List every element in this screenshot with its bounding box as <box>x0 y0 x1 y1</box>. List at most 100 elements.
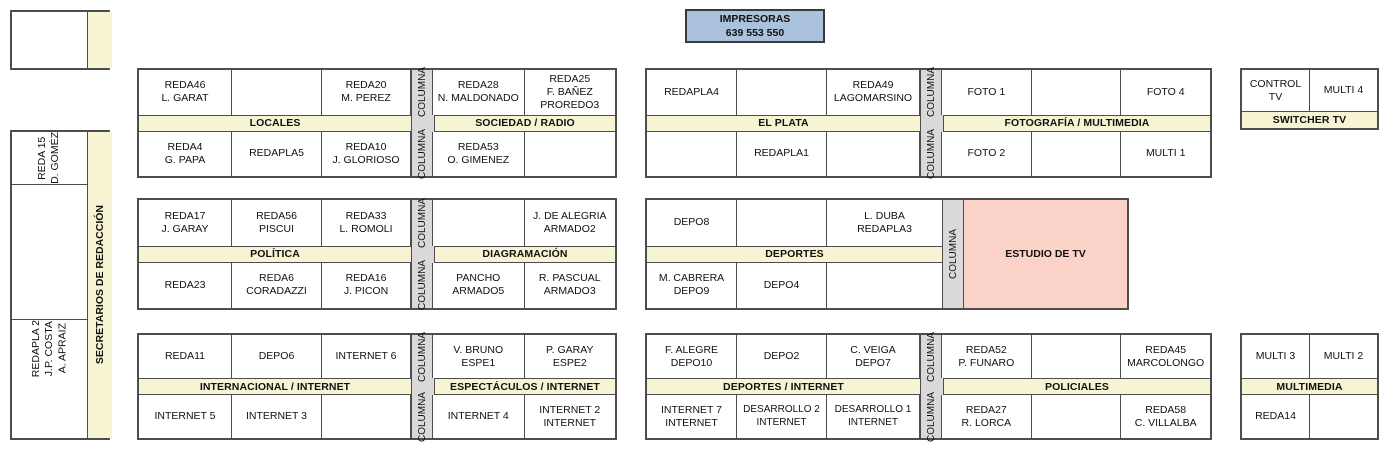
seat-internet4[interactable]: INTERNET 4 <box>433 395 525 438</box>
seat-redapla1[interactable]: REDAPLA1 <box>737 131 827 176</box>
seat-reda23[interactable]: REDA23 <box>139 262 232 308</box>
columna-label: COLUMNA <box>947 228 959 279</box>
seat-reda16[interactable]: REDA16 J. PICON <box>322 262 411 308</box>
band-el-plata: EL PLATA <box>647 114 920 132</box>
seat-control-tv[interactable]: CONTROL TV <box>1242 70 1310 111</box>
seat-internet5[interactable]: INTERNET 5 <box>139 395 232 438</box>
group-row-bottom: REDA23 REDA6 CORADAZZI REDA16 J. PICON C… <box>139 260 615 310</box>
group-deportes-internet-policiales: F. ALEGRE DEPO10 DEPO2 C. VEIGA DEPO7 CO… <box>645 332 1212 442</box>
seat-reda49[interactable]: REDA49 LAGOMARSINO <box>827 70 920 115</box>
seat-foto1[interactable]: FOTO 1 <box>942 70 1032 115</box>
columna-strip: COLUMNA <box>411 67 433 117</box>
group-row-bottom: REDA4 G. PAPA REDAPLA5 REDA10 J. GLORIOS… <box>139 129 616 179</box>
sidebar-cell-empty[interactable] <box>12 185 87 320</box>
seat-reda6[interactable]: REDA6 CORADAZZI <box>232 262 322 308</box>
seat-multi4[interactable]: MULTI 4 <box>1323 84 1364 97</box>
seat-l-duba[interactable]: L. DUBA REDAPLA3 <box>857 209 912 235</box>
seat-p-garay[interactable]: P. GARAY ESPE2 <box>546 343 594 369</box>
group-row-top: MULTI 3 MULTI 2 <box>1242 335 1377 378</box>
columna-band-spacer <box>411 245 435 263</box>
columna-strip: COLUMNA <box>411 198 433 248</box>
seat-depo4[interactable]: DEPO4 <box>737 262 827 308</box>
group-switcher-tv: CONTROL TV MULTI 4 SWITCHER TV <box>1240 68 1379 130</box>
seat-reda33[interactable]: REDA33 L. ROMOLI <box>322 200 411 246</box>
seat-desarrollo1[interactable]: DESARROLLO 1 INTERNET <box>827 395 920 438</box>
sidebar-cell-redapla2[interactable]: REDAPLA 2 J.P. COSTA A. APRAIZ <box>12 320 87 377</box>
group-row-top: F. ALEGRE DEPO10 DEPO2 C. VEIGA DEPO7 CO… <box>647 332 1210 382</box>
seat-internet2[interactable]: INTERNET 2 INTERNET <box>539 403 601 429</box>
seat-reda27[interactable]: REDA27 R. LORCA <box>942 395 1032 438</box>
seat-foto4[interactable]: FOTO 4 <box>1146 85 1185 98</box>
seat-reda17[interactable]: REDA17 J. GARAY <box>139 200 232 246</box>
group-bands: POLÍTICA DIAGRAMACIÓN <box>139 245 615 263</box>
seat-reda46[interactable]: REDA46 L. GARAT <box>139 70 232 115</box>
impresoras-block[interactable]: IMPRESORAS 639 553 550 <box>685 9 825 43</box>
seat-desarrollo2[interactable]: DESARROLLO 2 INTERNET <box>737 395 827 438</box>
seat-empty-12[interactable] <box>1032 335 1122 378</box>
seat-reda53[interactable]: REDA53 O. GIMENEZ <box>433 131 525 176</box>
group-row-bottom: INTERNET 7 INTERNET DESARROLLO 2 INTERNE… <box>647 392 1210 442</box>
seat-multi2[interactable]: MULTI 2 <box>1323 350 1364 363</box>
seat-empty-9[interactable] <box>737 200 827 246</box>
seat-empty-14[interactable] <box>1310 395 1377 438</box>
seat-reda14[interactable]: REDA14 <box>1242 395 1310 438</box>
group-row-bottom: M. CABRERA DEPO9 DEPO4 <box>647 262 942 309</box>
seat-empty-3[interactable] <box>737 70 827 115</box>
columna-band-spacer <box>920 114 944 132</box>
seat-r-pascual-armado3[interactable]: R. PASCUAL ARMADO3 <box>538 272 601 298</box>
sidebar-cell-redapla2-label: REDAPLA 2 J.P. COSTA A. APRAIZ <box>29 319 69 378</box>
seat-reda56[interactable]: REDA56 PISCUI <box>232 200 322 246</box>
seat-reda52[interactable]: REDA52 P. FUNARO <box>942 335 1032 378</box>
seat-m-cabrera[interactable]: M. CABRERA DEPO9 <box>647 262 737 308</box>
seat-v-bruno[interactable]: V. BRUNO ESPE1 <box>433 335 525 378</box>
seat-foto2[interactable]: FOTO 2 <box>942 131 1032 176</box>
seat-j-de-alegria[interactable]: J. DE ALEGRIA ARMADO2 <box>532 209 607 235</box>
seat-pancho-armado5[interactable]: PANCHO ARMADO5 <box>433 262 525 308</box>
group-bands: EL PLATA FOTOGRAFÍA / MULTIMEDIA <box>647 114 1210 132</box>
sidebar-cell-reda15-label: REDA 15 D. GOMÉZ <box>36 132 62 184</box>
seat-empty-7[interactable] <box>1032 131 1122 176</box>
group-row-top: REDAPLA4 REDA49 LAGOMARSINO COLUMNA FOTO… <box>647 67 1210 117</box>
estudio-de-tv-area[interactable]: ESTUDIO DE TV <box>964 200 1127 308</box>
seat-reda58[interactable]: REDA58 C. VILLALBA <box>1134 403 1197 429</box>
seat-empty-1[interactable] <box>232 70 322 115</box>
columna-strip: COLUMNA <box>942 200 964 308</box>
seat-empty-10[interactable] <box>827 263 942 309</box>
seat-empty-13[interactable] <box>1032 395 1122 438</box>
columna-band-spacer <box>920 378 944 395</box>
seat-reda10[interactable]: REDA10 J. GLORIOSO <box>322 131 411 176</box>
columna-label: COLUMNA <box>416 331 428 382</box>
seat-internet7[interactable]: INTERNET 7 INTERNET <box>647 395 737 438</box>
seat-empty-5[interactable] <box>647 131 737 176</box>
seat-empty-8[interactable] <box>433 200 525 246</box>
band-deportes: DEPORTES <box>647 245 942 263</box>
seat-depo6[interactable]: DEPO6 <box>232 335 322 378</box>
sidebar-cell-reda15[interactable]: REDA 15 D. GOMÉZ <box>12 132 87 185</box>
seat-multi1[interactable]: MULTI 1 <box>1145 147 1186 160</box>
seat-reda20[interactable]: REDA20 M. PEREZ <box>322 70 411 115</box>
band-internacional-internet: INTERNACIONAL / INTERNET <box>139 378 411 395</box>
seat-internet6[interactable]: INTERNET 6 <box>322 335 411 378</box>
seat-depo8[interactable]: DEPO8 <box>647 200 737 246</box>
group-bands: INTERNACIONAL / INTERNET ESPECTÁCULOS / … <box>139 378 615 395</box>
seat-depo2[interactable]: DEPO2 <box>737 335 827 378</box>
seat-empty-2[interactable] <box>525 132 616 177</box>
seat-redapla4[interactable]: REDAPLA4 <box>647 70 737 115</box>
seat-empty-4[interactable] <box>1032 70 1122 115</box>
group-bands: DEPORTES / INTERNET POLICIALES <box>647 378 1210 395</box>
seat-reda4[interactable]: REDA4 G. PAPA <box>139 131 232 176</box>
seat-f-alegre[interactable]: F. ALEGRE DEPO10 <box>647 335 737 378</box>
seat-c-veiga[interactable]: C. VEIGA DEPO7 <box>827 335 920 378</box>
seat-empty-6[interactable] <box>827 131 920 176</box>
seat-multi3[interactable]: MULTI 3 <box>1242 335 1310 378</box>
seat-redapla5[interactable]: REDAPLA5 <box>232 131 322 176</box>
seat-reda25[interactable]: REDA25 F. BAÑEZ PROREDO3 <box>540 73 600 111</box>
columna-band-spacer <box>411 114 435 132</box>
top-left-block <box>10 10 112 70</box>
seat-reda45[interactable]: REDA45 MARCOLONGO <box>1127 343 1205 369</box>
seat-internet3[interactable]: INTERNET 3 <box>232 395 322 438</box>
columna-strip: COLUMNA <box>411 260 433 310</box>
seat-reda11[interactable]: REDA11 <box>139 335 232 378</box>
seat-reda28[interactable]: REDA28 N. MALDONADO <box>433 70 525 115</box>
seat-empty-11[interactable] <box>322 395 411 438</box>
